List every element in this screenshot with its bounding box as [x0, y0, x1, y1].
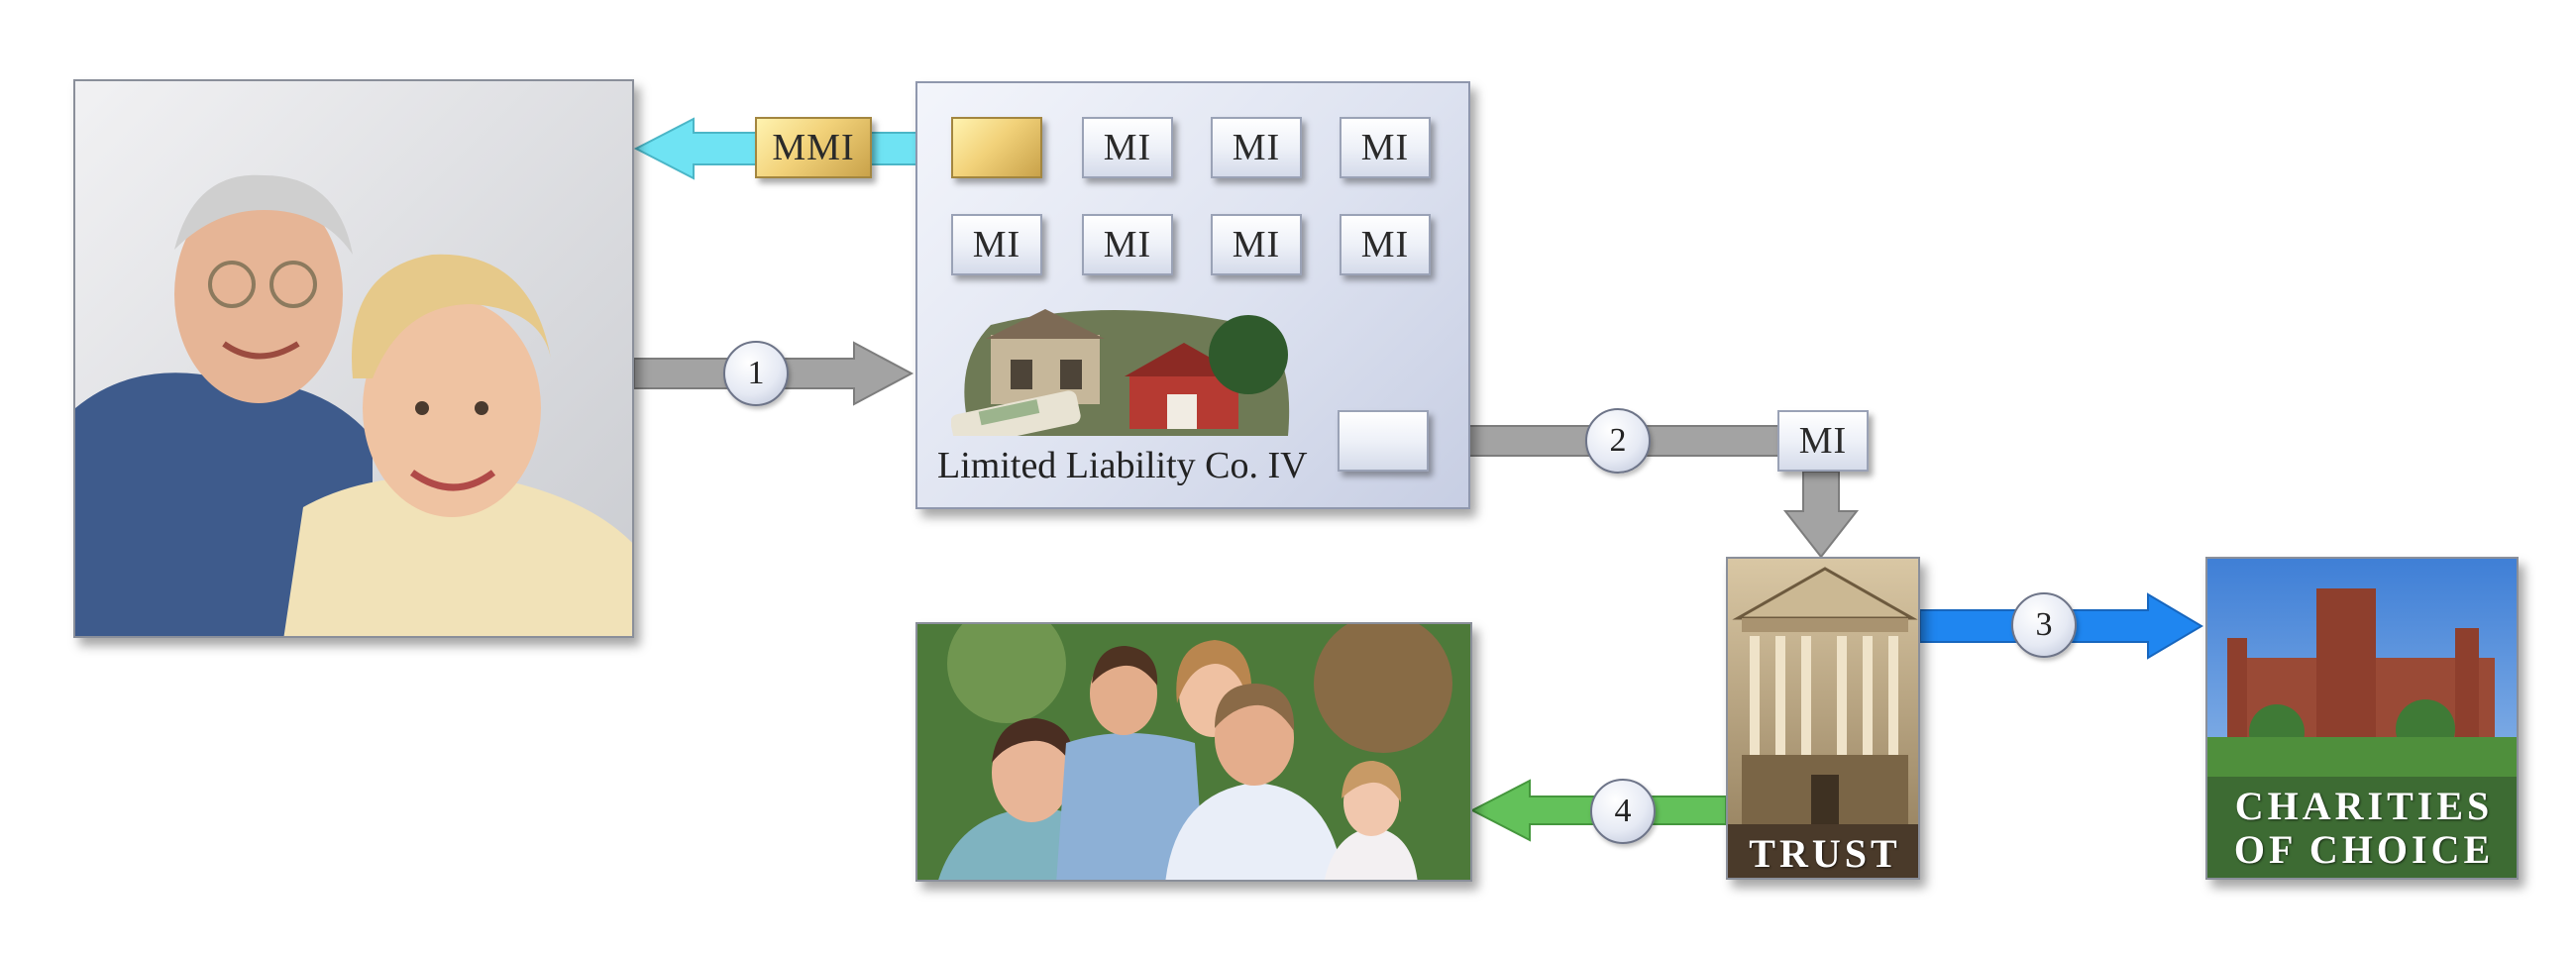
- mmi-source-box: [951, 117, 1042, 178]
- trust-building-illustration: [1728, 559, 1918, 878]
- family-illustration: [917, 624, 1470, 880]
- mi-transfer-box: MI: [1777, 410, 1869, 472]
- charities-label-line1: CHARITIES: [2234, 784, 2494, 828]
- mmi-label: MMI: [755, 117, 872, 178]
- mi-box: MI: [1082, 214, 1173, 275]
- step-4-marker: 4: [1590, 779, 1656, 844]
- couple-photo: [73, 79, 634, 638]
- mi-box: MI: [1340, 117, 1431, 178]
- assets-illustration: [950, 309, 1290, 448]
- couple-illustration: [75, 81, 632, 636]
- step-3-marker: 3: [2011, 592, 2077, 658]
- assets-collage: [950, 305, 1296, 448]
- step-1-marker: 1: [723, 341, 789, 406]
- mi-box: MI: [951, 214, 1042, 275]
- mi-box: MI: [1340, 214, 1431, 275]
- llc-output-box: [1338, 410, 1429, 472]
- step-2-marker: 2: [1585, 408, 1651, 474]
- mi-box: MI: [1082, 117, 1173, 178]
- llc-label: Limited Liability Co. IV: [937, 445, 1308, 486]
- trust-label: TRUST: [1749, 831, 1901, 876]
- family-photo: [915, 622, 1472, 882]
- charities-building-illustration: [2207, 559, 2517, 878]
- arrow-mi-to-trust: [1782, 471, 1860, 559]
- charities-image: CHARITIES OF CHOICE: [2205, 557, 2519, 880]
- trust-image: TRUST: [1726, 557, 1920, 880]
- charities-label-line2: OF CHOICE: [2233, 827, 2495, 872]
- mi-box: MI: [1211, 117, 1302, 178]
- mi-box: MI: [1211, 214, 1302, 275]
